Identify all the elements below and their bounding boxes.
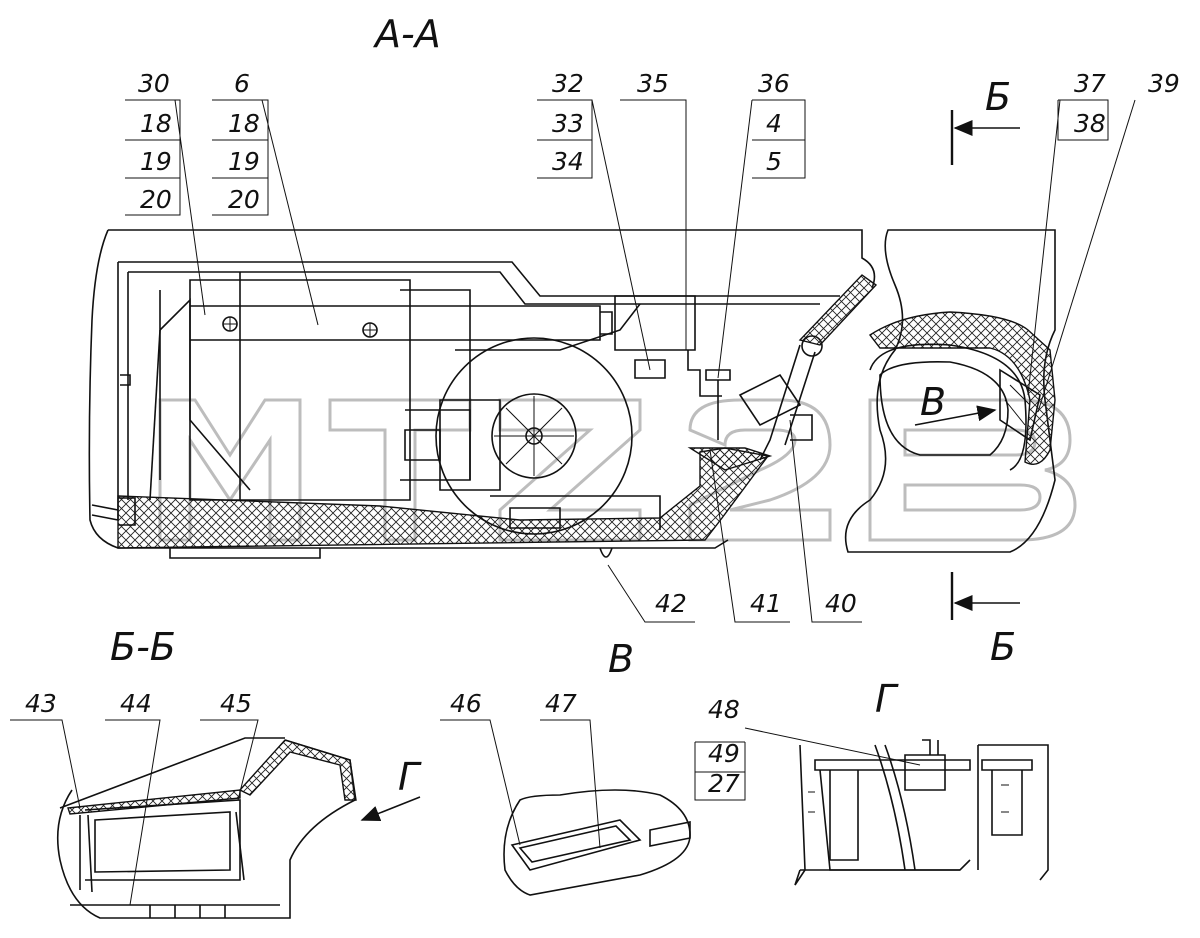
labels: А-А Б-Б В Г Б Б В Г 30 18 19 20 6 18 19 … — [25, 12, 1180, 799]
callout-33: 33 — [552, 109, 584, 138]
callout-35: 35 — [637, 69, 669, 98]
callout-46: 46 — [450, 689, 482, 718]
callout-44: 44 — [120, 689, 152, 718]
callout-20a: 20 — [140, 185, 172, 214]
section-title-g: Г — [875, 677, 899, 721]
callout-45: 45 — [220, 689, 252, 718]
section-title-bb: Б-Б — [110, 625, 176, 669]
callout-19a: 19 — [140, 147, 172, 176]
callout-43: 43 — [25, 689, 57, 718]
side-view-drawing — [844, 229, 1056, 553]
callout-32: 32 — [552, 69, 584, 98]
callout-39: 39 — [1148, 69, 1180, 98]
cutting-plane-markers — [950, 110, 1020, 620]
section-title-v: В — [608, 637, 634, 681]
callout-4: 4 — [766, 109, 782, 138]
cut-label-b-top: Б — [985, 75, 1011, 119]
section-title-aa: А-А — [372, 12, 441, 56]
callout-38: 38 — [1074, 109, 1106, 138]
view-g-drawing — [694, 727, 1049, 886]
section-bb-drawing — [10, 719, 421, 919]
callout-41: 41 — [750, 589, 782, 618]
callout-18b: 18 — [228, 109, 260, 138]
callout-19b: 19 — [228, 147, 260, 176]
callout-30: 30 — [138, 69, 170, 98]
callout-18a: 18 — [140, 109, 172, 138]
callout-49: 49 — [708, 739, 740, 768]
callout-leaders — [125, 99, 1136, 623]
view-arrow-label-v: В — [920, 380, 946, 424]
callout-5: 5 — [766, 147, 782, 176]
callout-42: 42 — [655, 589, 687, 618]
cut-label-b-bottom: Б — [990, 625, 1016, 669]
callout-40: 40 — [825, 589, 857, 618]
callout-27: 27 — [708, 769, 740, 798]
callout-20b: 20 — [228, 185, 260, 214]
callout-37: 37 — [1074, 69, 1106, 98]
callout-36: 36 — [758, 69, 790, 98]
section-aa-drawing — [88, 229, 878, 559]
callout-48: 48 — [708, 695, 740, 724]
callout-6: 6 — [234, 69, 250, 98]
view-v-drawing — [440, 719, 691, 896]
view-arrow-label-g: Г — [398, 755, 422, 799]
callout-47: 47 — [545, 689, 577, 718]
callout-34: 34 — [552, 147, 584, 176]
